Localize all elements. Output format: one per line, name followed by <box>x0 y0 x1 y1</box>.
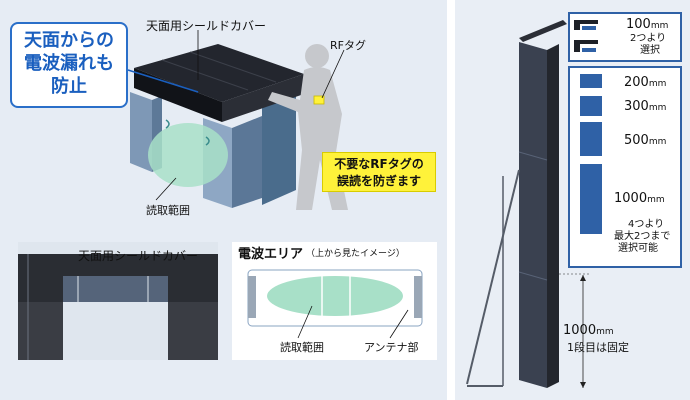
size-500-unit: mm <box>648 137 667 147</box>
photo-cover-label: 天面用シールドカバー <box>78 249 199 263</box>
base-size-value: 1000 <box>563 323 597 338</box>
top-option-note-1: 2つより <box>630 33 667 44</box>
wave-area-subtitle: （上から見たイメージ） <box>306 249 405 259</box>
size-300-value: 300 <box>624 99 649 114</box>
wave-area-title: 電波エリア <box>238 247 304 262</box>
top-arm-option-icons <box>574 20 598 52</box>
read-range-label: 読取範囲 <box>146 204 190 217</box>
rf-tag-label: RFタグ <box>330 39 366 52</box>
top-option-box: 100mm 2つより 選択 <box>568 12 682 62</box>
right-panel: 100mm 2つより 選択 200mm 300mm 500mm 1000mm 4… <box>455 0 690 400</box>
size-200-value: 200 <box>624 75 649 90</box>
callout-line-1: 天面からの <box>24 30 114 51</box>
sizes-note-line-3: 選択可能 <box>618 243 658 254</box>
callout-line-3: 防止 <box>51 76 87 97</box>
size-options-box: 200mm 300mm 500mm 1000mm 4つより 最大2つまで 選択可… <box>568 66 682 268</box>
left-panel: 天面からの 電波漏れも 防止 天面用シールドカバー RFタグ 不要なRFタグの … <box>0 0 447 400</box>
size-500-block <box>580 122 602 156</box>
gate-photo <box>18 254 218 360</box>
misread-prevention-note: 不要なRFタグの 誤読を防ぎます <box>322 152 436 192</box>
size-500-value: 500 <box>624 133 649 148</box>
size-1000-block <box>580 164 602 234</box>
yellow-note-line-1: 不要なRFタグの <box>334 157 424 171</box>
top-cover-label: 天面用シールドカバー <box>146 19 267 33</box>
top-option-note-2: 選択 <box>640 45 660 56</box>
size-200-unit: mm <box>648 79 667 89</box>
callout-line-2: 電波漏れも <box>24 53 114 74</box>
gate-photo-panel: 天面用シールドカバー <box>18 242 218 360</box>
gate-illustration <box>127 30 348 210</box>
sizes-note-line-1: 4つより <box>628 219 665 230</box>
wave-area-panel: 電波エリア （上から見たイメージ） 読取範囲 アンテナ部 <box>232 242 437 360</box>
size-1000-value: 1000 <box>614 191 648 206</box>
base-note: 1段目は固定 <box>567 341 629 354</box>
size-200-block <box>580 74 602 88</box>
gate-tower-illustration <box>466 20 590 388</box>
antenna-label: アンテナ部 <box>364 341 419 354</box>
leak-prevention-callout: 天面からの 電波漏れも 防止 <box>10 22 128 108</box>
size-300-unit: mm <box>648 103 667 113</box>
top-option-unit: mm <box>650 21 669 31</box>
base-size-unit: mm <box>596 327 614 337</box>
yellow-note-line-2: 誤読を防ぎます <box>336 174 421 188</box>
size-300-block <box>580 96 602 116</box>
size-1000-unit: mm <box>647 195 665 205</box>
wave-read-range-label: 読取範囲 <box>280 341 324 354</box>
sizes-note-line-2: 最大2つまで <box>614 231 671 242</box>
top-option-size: 100 <box>626 17 651 32</box>
wave-area-diagram <box>247 269 423 339</box>
